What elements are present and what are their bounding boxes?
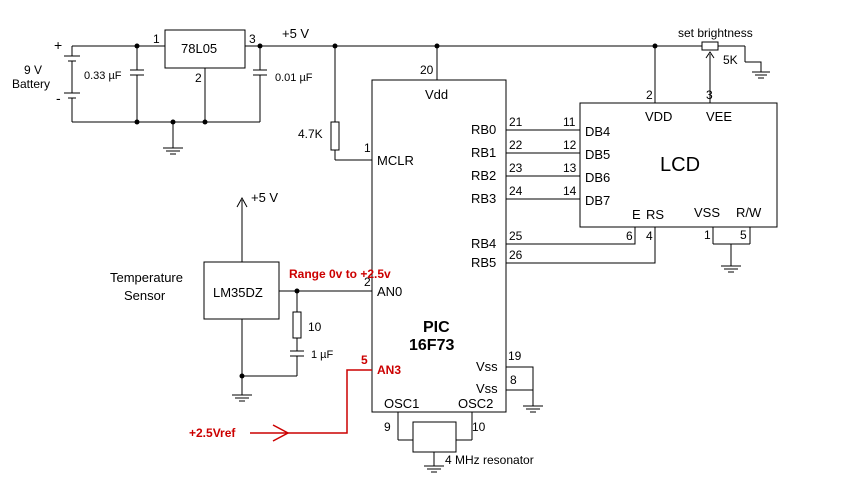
lcd-db5-label: DB5	[585, 147, 610, 162]
lcd-db6-label: DB6	[585, 170, 610, 185]
sensor-supply	[236, 196, 248, 262]
vref-wiring	[250, 369, 372, 442]
mclr-resistor-value: 4.7K	[298, 127, 323, 141]
junction	[134, 43, 140, 49]
lcd-db7-label: DB7	[585, 193, 610, 208]
pic-osc1-label: OSC1	[384, 396, 419, 411]
pic-rb0-label: RB0	[471, 122, 496, 137]
pic-mclr-label: MCLR	[377, 153, 414, 168]
range-annotation: Range 0v to +2.5v	[289, 267, 391, 281]
pic-vss1-num: 19	[508, 349, 522, 363]
junction	[257, 43, 263, 49]
pic-rb3-label: RB3	[471, 191, 496, 206]
lcd-db6-num: 13	[563, 161, 577, 175]
pic-rb5-label: RB5	[471, 255, 496, 270]
lcd-db4-num: 11	[563, 115, 576, 129]
regulator-78l05	[164, 29, 246, 69]
regulator-name: 78L05	[181, 41, 217, 56]
lcd-rw-num: 5	[740, 228, 747, 242]
filter-capacitor-value: 1 µF	[311, 349, 334, 361]
pic-osc2-num: 10	[472, 420, 486, 434]
pic-rb3-num: 24	[509, 184, 523, 198]
c-out-label: 0.01 µF	[275, 72, 313, 84]
junction	[170, 119, 176, 125]
lcd-vss-label: VSS	[694, 205, 720, 220]
battery-voltage: 9 V	[24, 63, 42, 77]
brightness-potentiometer	[654, 41, 770, 103]
regulator-pin-gnd: 2	[195, 71, 202, 85]
filter-resistor-value: 10	[308, 320, 322, 334]
pic-rb5-num: 26	[509, 248, 523, 262]
pic-line2: 16F73	[409, 337, 454, 354]
lcd-vdd-label: VDD	[645, 109, 672, 124]
vref-label: +2.5Vref	[189, 426, 236, 440]
lcd-e-num: 6	[626, 229, 633, 243]
pic-osc1-num: 9	[384, 420, 391, 434]
supply-wiring	[72, 45, 655, 155]
pic-vss1-label: Vss	[476, 359, 498, 374]
pic-rb0-num: 21	[509, 115, 523, 129]
sensor-line1: Temperature	[110, 270, 183, 285]
pic-rb2-label: RB2	[471, 168, 496, 183]
c-in-label: 0.33 µF	[84, 70, 122, 82]
lcd-vss-num: 1	[704, 228, 711, 242]
lcd-vdd-num: 2	[646, 88, 653, 102]
pic-line1: PIC	[423, 319, 450, 336]
brightness-value: 5K	[723, 53, 738, 67]
battery	[64, 46, 80, 122]
pic-an3-num: 5	[361, 353, 368, 367]
lcd-vee-label: VEE	[706, 109, 732, 124]
pic-microcontroller	[371, 79, 507, 413]
lcd-db5-num: 12	[563, 138, 577, 152]
lcd-e-label: E	[632, 207, 641, 222]
lcd-rs-num: 4	[646, 229, 653, 243]
regulator-pin-in: 1	[153, 32, 160, 46]
pic-vdd-label: Vdd	[425, 87, 448, 102]
pic-an3-label: AN3	[377, 363, 401, 377]
battery-plus: +	[54, 37, 62, 53]
lcd-module	[579, 102, 778, 228]
battery-minus: -	[56, 90, 61, 106]
data-bus-wires	[506, 129, 656, 264]
resonator-label: 4 MHz resonator	[445, 453, 534, 467]
sensor-supply-label: +5 V	[251, 190, 278, 205]
regulator-pin-out: 3	[249, 32, 256, 46]
junction	[239, 373, 245, 379]
mclr-resistor	[330, 46, 372, 161]
lm35-sensor	[203, 261, 280, 320]
pic-an0-label: AN0	[377, 284, 402, 299]
resonator	[397, 412, 473, 473]
junction	[134, 119, 140, 125]
battery-label: Battery	[12, 77, 50, 91]
sensor-line2: Sensor	[124, 288, 166, 303]
sensor-name: LM35DZ	[213, 285, 263, 300]
lcd-db4-label: DB4	[585, 124, 610, 139]
pic-rb4-label: RB4	[471, 236, 496, 251]
pic-mclr-num: 1	[364, 141, 371, 155]
pic-vss2-num: 8	[510, 373, 517, 387]
junction	[294, 288, 300, 294]
pic-rb1-num: 22	[509, 138, 523, 152]
lcd-ground	[712, 227, 751, 273]
brightness-label: set brightness	[678, 26, 753, 40]
pic-rb2-num: 23	[509, 161, 523, 175]
pic-vss-ground	[506, 366, 543, 413]
pic-osc2-label: OSC2	[458, 396, 493, 411]
lcd-rs-label: RS	[646, 207, 664, 222]
pic-an0-num: 2	[364, 275, 371, 289]
lcd-title: LCD	[660, 154, 700, 176]
pic-vss2-label: Vss	[476, 381, 498, 396]
pic-rb4-num: 25	[509, 229, 523, 243]
pic-vdd-num: 20	[420, 63, 434, 77]
junction	[202, 119, 208, 125]
lcd-db7-num: 14	[563, 184, 577, 198]
lcd-vee-num: 3	[706, 88, 713, 102]
pic-rb1-label: RB1	[471, 145, 496, 160]
supply-top-label: +5 V	[282, 26, 309, 41]
lcd-rw-label: R/W	[736, 205, 762, 220]
